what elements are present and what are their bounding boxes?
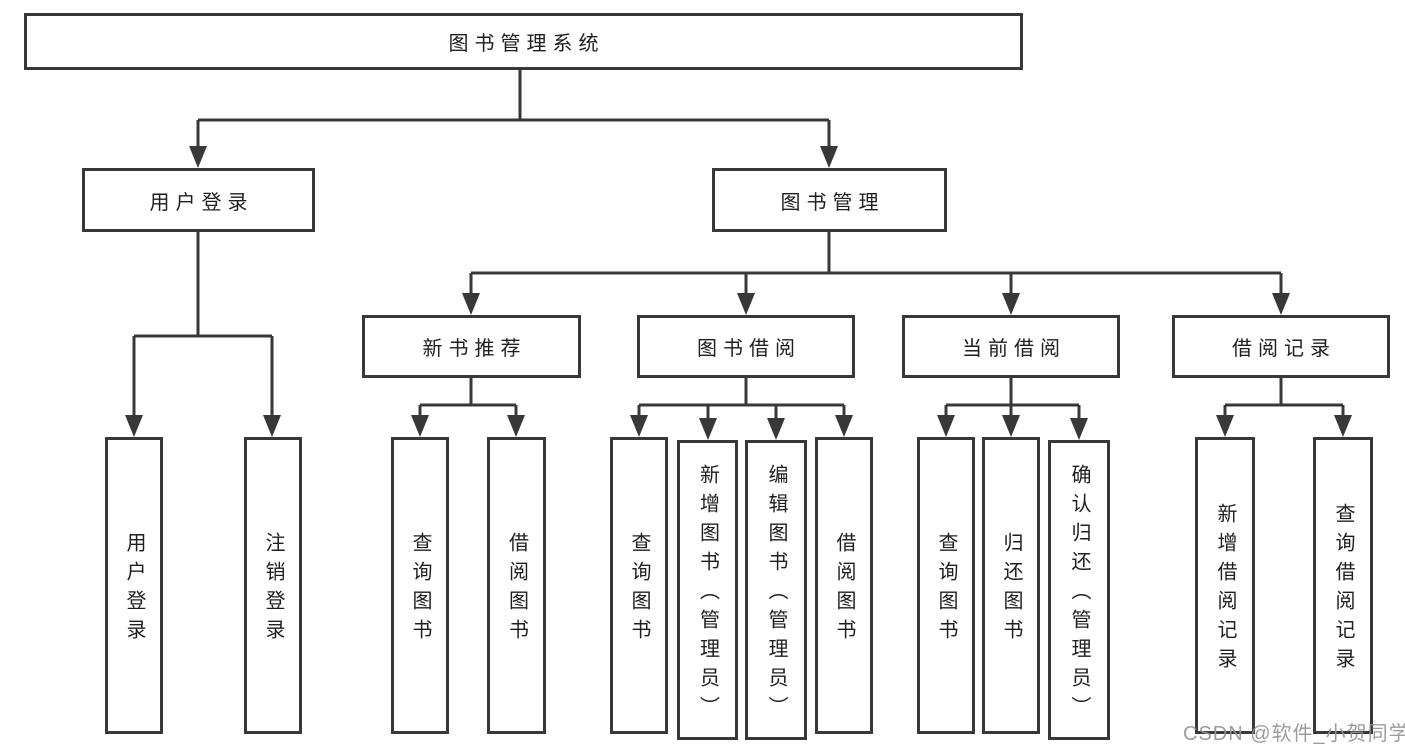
leaf-query-books-recommend-label: 查询图书	[409, 532, 431, 648]
leaf-edit-books-admin-label: 编辑图书（管理员）	[765, 464, 787, 725]
leaf-add-books-admin: 新增图书（管理员）	[677, 440, 738, 740]
leaf-logout: 注销登录	[244, 437, 302, 734]
node-new-book-recommend-label: 新书推荐	[422, 338, 527, 360]
arrowhead-icon	[1272, 293, 1290, 315]
leaf-borrow-books: 借阅图书	[815, 437, 873, 734]
leaf-add-borrow-record-label: 新增借阅记录	[1214, 503, 1236, 677]
connector-line	[469, 232, 1283, 297]
leaf-confirm-return-admin: 确认归还（管理员）	[1048, 440, 1110, 740]
arrowhead-icon	[767, 418, 785, 440]
arrowhead-icon	[125, 415, 143, 437]
node-user-login-label: 用户登录	[149, 191, 254, 214]
watermark: CSDN @软件_小贺同学	[1183, 723, 1405, 745]
connector-current-borrowing-to-leaves	[937, 378, 1088, 440]
leaf-borrow-books-label: 借阅图书	[833, 532, 855, 648]
connector-root-to-level2	[189, 70, 838, 168]
node-book-management: 图书管理	[712, 168, 947, 232]
connector-new-book-recommend-to-leaves	[411, 378, 525, 437]
arrowhead-icon	[937, 415, 955, 437]
arrowhead-icon	[189, 146, 207, 168]
node-book-management-label: 图书管理	[780, 191, 885, 214]
leaf-add-borrow-record: 新增借阅记录	[1195, 437, 1255, 734]
connector-line	[1223, 378, 1345, 420]
leaf-borrow-books-recommend: 借阅图书	[487, 437, 546, 734]
node-book-borrowing: 图书借阅	[637, 315, 855, 378]
connector-line	[132, 232, 274, 419]
arrowhead-icon	[630, 415, 648, 437]
leaf-query-books-borrowing-label: 查询图书	[628, 532, 650, 648]
arrowhead-icon	[1070, 418, 1088, 440]
connector-line	[196, 70, 831, 150]
arrowhead-icon	[1216, 415, 1234, 437]
node-current-borrowing-label: 当前借阅	[962, 338, 1066, 360]
node-root: 图书管理系统	[24, 13, 1023, 70]
connector-user-login-to-leaves	[125, 232, 281, 437]
node-borrowing-records: 借阅记录	[1172, 315, 1390, 378]
connector-line	[637, 378, 846, 423]
node-borrowing-records-label: 借阅记录	[1232, 338, 1336, 360]
arrowhead-icon	[507, 415, 525, 437]
leaf-query-books-borrowing: 查询图书	[610, 437, 668, 734]
node-root-label: 图书管理系统	[448, 33, 605, 55]
leaf-user-login-label: 用户登录	[123, 532, 145, 648]
leaf-query-books-current: 查询图书	[917, 437, 975, 734]
connector-book-management-to-level3	[462, 232, 1290, 315]
connector-line	[418, 378, 518, 420]
arrowhead-icon	[737, 293, 755, 315]
leaf-edit-books-admin: 编辑图书（管理员）	[745, 440, 807, 740]
leaf-return-books-label: 归还图书	[1000, 532, 1022, 648]
node-new-book-recommend: 新书推荐	[362, 315, 581, 378]
arrowhead-icon	[699, 418, 717, 440]
leaf-query-books-current-label: 查询图书	[935, 532, 957, 648]
leaf-return-books: 归还图书	[982, 437, 1040, 734]
leaf-logout-label: 注销登录	[262, 532, 284, 648]
connector-line	[944, 378, 1081, 423]
connector-borrowing-records-to-leaves	[1216, 378, 1352, 437]
leaf-borrow-books-recommend-label: 借阅图书	[505, 532, 528, 648]
arrowhead-icon	[1334, 415, 1352, 437]
node-user-login: 用户登录	[82, 168, 315, 232]
leaf-query-books-recommend: 查询图书	[391, 437, 449, 734]
arrowhead-icon	[820, 146, 838, 168]
leaf-query-borrow-record-label: 查询借阅记录	[1332, 503, 1354, 677]
arrowhead-icon	[835, 415, 853, 437]
leaf-add-books-admin-label: 新增图书（管理员）	[696, 464, 719, 725]
leaf-confirm-return-admin-label: 确认归还（管理员）	[1068, 464, 1090, 725]
arrowhead-icon	[462, 293, 480, 315]
arrowhead-icon	[263, 415, 281, 437]
leaf-query-borrow-record: 查询借阅记录	[1313, 437, 1373, 734]
leaf-user-login: 用户登录	[105, 437, 163, 734]
arrowhead-icon	[1002, 415, 1020, 437]
connector-book-borrowing-to-leaves	[630, 378, 853, 440]
arrowhead-icon	[1002, 293, 1020, 315]
node-book-borrowing-label: 图书借阅	[697, 338, 801, 360]
arrowhead-icon	[411, 415, 429, 437]
node-current-borrowing: 当前借阅	[902, 315, 1120, 378]
